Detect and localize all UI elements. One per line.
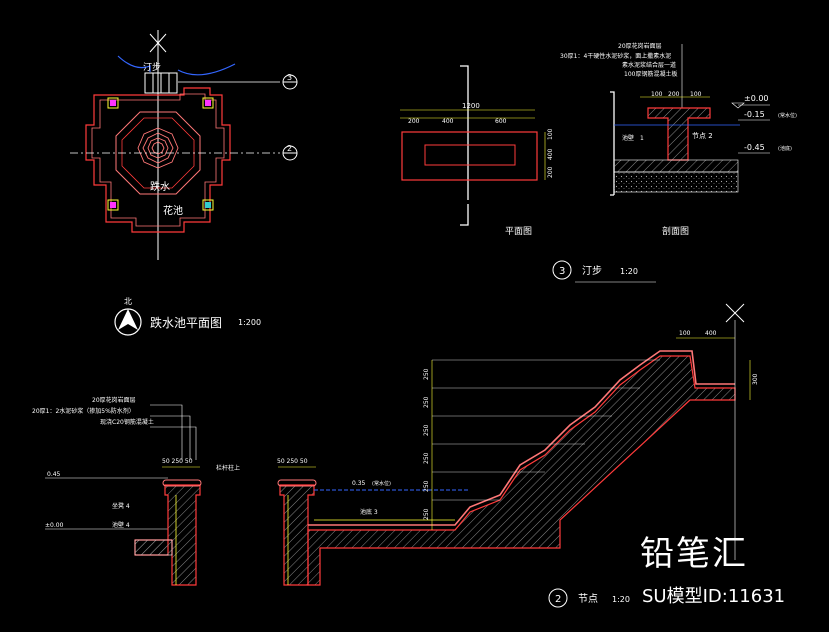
step-detail-marker: 3 — [552, 260, 572, 280]
svg-text:250: 250 — [423, 396, 430, 408]
svg-text:100: 100 — [547, 128, 554, 140]
svg-text:节点 2: 节点 2 — [692, 132, 713, 140]
svg-text:3: 3 — [287, 73, 292, 82]
svg-text:250: 250 — [423, 508, 430, 520]
node-detail-title: 节点 — [578, 593, 598, 605]
node-detail-marker: 2 — [548, 588, 568, 608]
svg-text:0.35: 0.35 — [352, 480, 366, 487]
svg-text:600: 600 — [495, 118, 507, 125]
svg-text:100: 100 — [679, 330, 691, 337]
svg-text:200: 200 — [668, 91, 680, 98]
svg-text:400: 400 — [547, 148, 554, 160]
svg-text:2: 2 — [287, 144, 292, 153]
section-marker-2: 2 — [282, 144, 298, 161]
svg-text:北: 北 — [124, 297, 132, 306]
svg-text:栏杆柱上: 栏杆柱上 — [216, 464, 240, 472]
plan-label-water: 跌水 — [150, 180, 170, 193]
svg-text:0.45: 0.45 — [47, 471, 61, 478]
svg-text:250: 250 — [423, 368, 430, 380]
svg-text:现浇C20钢筋混凝土: 现浇C20钢筋混凝土 — [100, 418, 154, 426]
svg-text:100厚钢筋混凝土板: 100厚钢筋混凝土板 — [624, 70, 677, 78]
plan-label-garden: 花池 — [163, 204, 183, 217]
svg-text:50 250 50: 50 250 50 — [162, 458, 193, 465]
svg-text:3: 3 — [559, 266, 565, 277]
svg-text:素水泥浆结合层一道: 素水泥浆结合层一道 — [622, 61, 676, 69]
left-wall-section — [134, 484, 201, 586]
planter-tr — [202, 97, 214, 109]
fountain-center — [137, 127, 179, 169]
watermark-brand: 铅笔汇 — [640, 534, 748, 574]
node-section-view: 20厚花岗岩面层 20厚1：2水泥砂浆（掺加5%防水剂） 现浇C20钢筋混凝土 … — [32, 303, 759, 608]
svg-text:-0.45: -0.45 — [744, 143, 765, 152]
step-bridge — [144, 72, 178, 94]
svg-text:-0.15: -0.15 — [744, 110, 765, 119]
svg-text:1:20: 1:20 — [620, 267, 638, 276]
cascade-section — [307, 355, 736, 586]
svg-text:250: 250 — [423, 452, 430, 464]
svg-text:(常水位): (常水位) — [778, 112, 797, 119]
step-section-view: 20厚花岗岩面层 30厚1：4干硬性水泥砂浆，面上撒素水泥 素水泥浆结合层一道 … — [552, 42, 797, 283]
svg-text:100: 100 — [690, 91, 702, 98]
svg-text:池底 3: 池底 3 — [360, 508, 378, 516]
svg-text:50 250 50: 50 250 50 — [277, 458, 308, 465]
svg-text:20厚1：2水泥砂浆（掺加5%防水剂）: 20厚1：2水泥砂浆（掺加5%防水剂） — [32, 407, 135, 415]
svg-text:250: 250 — [423, 480, 430, 492]
step-plan-label: 平面图 — [505, 226, 532, 237]
svg-text:1:20: 1:20 — [612, 595, 630, 604]
plan-label-step: 汀步 — [143, 62, 161, 73]
inner-octagon — [115, 111, 201, 195]
watermark-model-id: SU模型ID:11631 — [642, 586, 786, 607]
step-dim-total: 1200 — [462, 102, 480, 110]
svg-text:±0.00: ±0.00 — [45, 522, 64, 529]
north-arrow-icon: 北 — [114, 297, 142, 336]
north-cross-icon — [149, 30, 167, 260]
svg-text:30厚1：4干硬性水泥砂浆，面上撒素水泥: 30厚1：4干硬性水泥砂浆，面上撒素水泥 — [560, 52, 671, 60]
svg-text:400: 400 — [442, 118, 454, 125]
plan-title: 跌水池平面图 — [150, 315, 222, 330]
svg-text:400: 400 — [705, 330, 717, 337]
svg-text:2: 2 — [555, 594, 561, 605]
plan-view: 汀步 跌水 花池 3 — [70, 30, 298, 336]
planter-tl — [107, 97, 119, 109]
pool-outline-outer — [85, 87, 231, 233]
svg-text:100: 100 — [651, 91, 663, 98]
svg-text:坐凳 4: 坐凳 4 — [112, 502, 130, 510]
svg-text:(池底): (池底) — [778, 145, 792, 152]
water-edge-line — [117, 55, 236, 76]
svg-text:20厚花岗岩面层: 20厚花岗岩面层 — [618, 42, 662, 50]
svg-text:±0.00: ±0.00 — [744, 94, 769, 103]
svg-text:池壁: 池壁 — [622, 134, 634, 142]
svg-text:300: 300 — [752, 373, 759, 385]
cross-mark-icon — [725, 303, 745, 323]
level-markers: ±0.00 -0.15 (常水位) -0.45 (池底) — [731, 94, 797, 154]
step-section-label: 剖面图 — [662, 225, 689, 237]
step-plan-view: 1200 200 400 600 400 200 100 平面图 — [400, 65, 554, 237]
svg-text:(常水位): (常水位) — [372, 480, 391, 487]
vertical-dim-labels: 250 250 250 250 250 250 — [423, 368, 430, 520]
svg-text:20厚花岗岩面层: 20厚花岗岩面层 — [92, 396, 136, 404]
svg-text:1: 1 — [640, 135, 644, 142]
svg-text:200: 200 — [408, 118, 420, 125]
planter-bl — [107, 199, 119, 211]
svg-text:250: 250 — [423, 424, 430, 436]
planter-br — [202, 199, 214, 211]
svg-text:池壁 4: 池壁 4 — [112, 521, 130, 529]
step-slab-plan — [401, 131, 538, 181]
svg-text:200: 200 — [547, 166, 554, 178]
plan-scale: 1:200 — [238, 318, 261, 327]
section-marker-3: 3 — [282, 73, 298, 90]
step-detail-title: 汀步 — [582, 265, 602, 277]
